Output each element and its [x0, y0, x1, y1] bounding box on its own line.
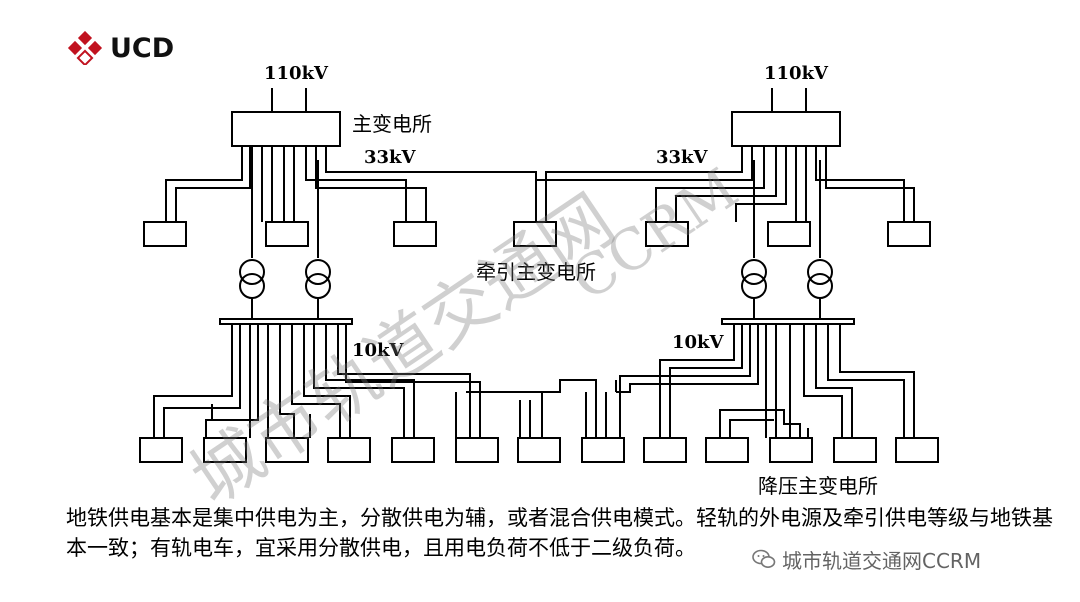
main-substation-label: 主变电所 [352, 112, 432, 136]
traction-substation-label: 牵引主变电所 [476, 260, 596, 284]
right-main-substation [731, 111, 841, 147]
caption-text: 地铁供电基本是集中供电为主，分散供电为辅，或者混合供电模式。轻轨的外电源及牵引供… [66, 506, 1053, 560]
source-badge: 城市轨道交通网CCRM [752, 542, 982, 576]
right-110kv-label: 110kV [764, 63, 829, 84]
left-33kv-label: 33kV [364, 147, 417, 168]
left-10kv-busbar [219, 318, 353, 325]
step-down-substation-label: 降压主变电所 [758, 474, 878, 498]
left-110kv-label: 110kV [264, 63, 329, 84]
left-10kv-label: 10kV [352, 340, 405, 361]
right-33kv-label: 33kV [656, 147, 709, 168]
source-badge-text: 城市轨道交通网CCRM [782, 548, 982, 573]
power-supply-diagram: 110kV 110kV 33kV 33kV 10kV 10kV 主变电所 牵引主… [139, 63, 939, 498]
wechat-icon [752, 549, 776, 568]
right-10kv-label: 10kV [672, 332, 725, 353]
left-main-substation [231, 111, 341, 147]
right-10kv-busbar [721, 318, 855, 325]
ucd-logo [67, 31, 103, 65]
logo-text: UCD [110, 33, 175, 64]
